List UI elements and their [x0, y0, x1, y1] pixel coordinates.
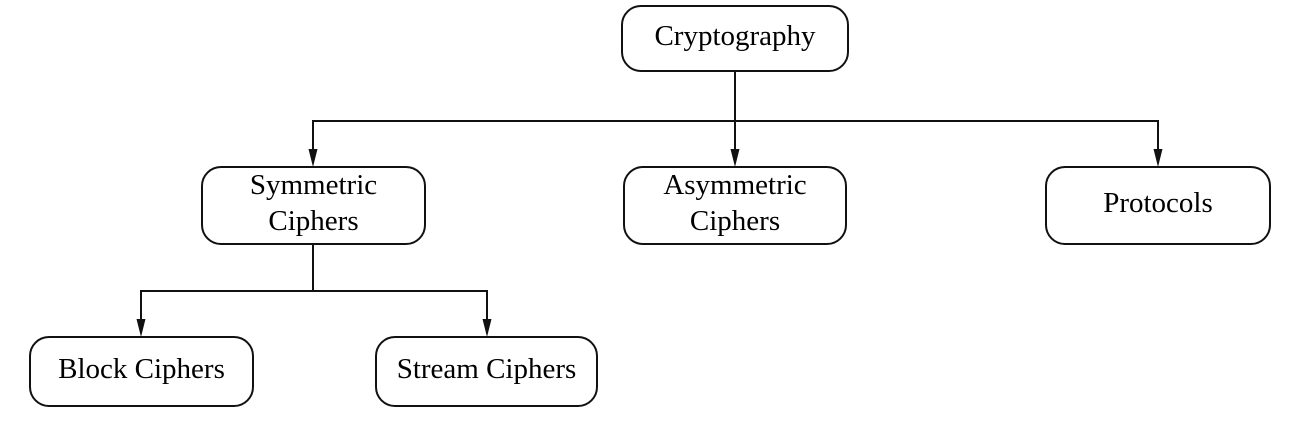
edge-crypto-asymmetric-arrowhead-icon	[730, 149, 740, 167]
edge-crypto-protocols-line	[734, 71, 1159, 149]
node-cryptography-box[interactable]	[621, 5, 849, 72]
node-block-ciphers-box[interactable]	[29, 336, 254, 407]
node-protocols-label: Protocols	[1103, 187, 1213, 219]
node-cryptography[interactable]: Cryptography	[621, 5, 849, 72]
edge-symmetric-block-line	[140, 244, 314, 319]
edge-symmetric-block-arrowhead-icon	[136, 319, 146, 337]
edge-symmetric-stream-arrowhead-icon	[482, 319, 492, 337]
node-protocols-box[interactable]	[1045, 166, 1271, 245]
node-asymmetric-ciphers-box[interactable]	[623, 166, 847, 245]
edge-crypto-symmetric-line	[312, 71, 736, 149]
edge-symmetric-block	[136, 244, 314, 337]
edges-layer	[136, 71, 1163, 337]
node-stream-ciphers-label: Stream Ciphers	[397, 353, 577, 385]
edge-crypto-protocols-arrowhead-icon	[1153, 149, 1163, 167]
node-asymmetric-ciphers-label: Asymmetric	[663, 169, 806, 201]
node-symmetric-ciphers-box[interactable]	[201, 166, 426, 245]
node-stream-ciphers[interactable]: Stream Ciphers	[375, 336, 598, 407]
node-symmetric-ciphers-label: Symmetric	[250, 169, 377, 201]
node-stream-ciphers-box[interactable]	[375, 336, 598, 407]
node-block-ciphers-label: Block Ciphers	[58, 353, 225, 385]
node-block-ciphers[interactable]: Block Ciphers	[29, 336, 254, 407]
node-asymmetric-ciphers-label: Ciphers	[690, 205, 780, 237]
nodes-layer: CryptographySymmetricCiphersAsymmetricCi…	[29, 5, 1271, 407]
edge-crypto-symmetric	[308, 71, 736, 167]
node-protocols[interactable]: Protocols	[1045, 166, 1271, 245]
edge-crypto-symmetric-arrowhead-icon	[308, 149, 318, 167]
edge-symmetric-stream	[312, 244, 492, 337]
node-symmetric-ciphers-label: Ciphers	[268, 205, 358, 237]
edge-crypto-protocols	[734, 71, 1163, 167]
node-cryptography-label: Cryptography	[654, 20, 816, 52]
edge-symmetric-stream-line	[312, 244, 488, 319]
